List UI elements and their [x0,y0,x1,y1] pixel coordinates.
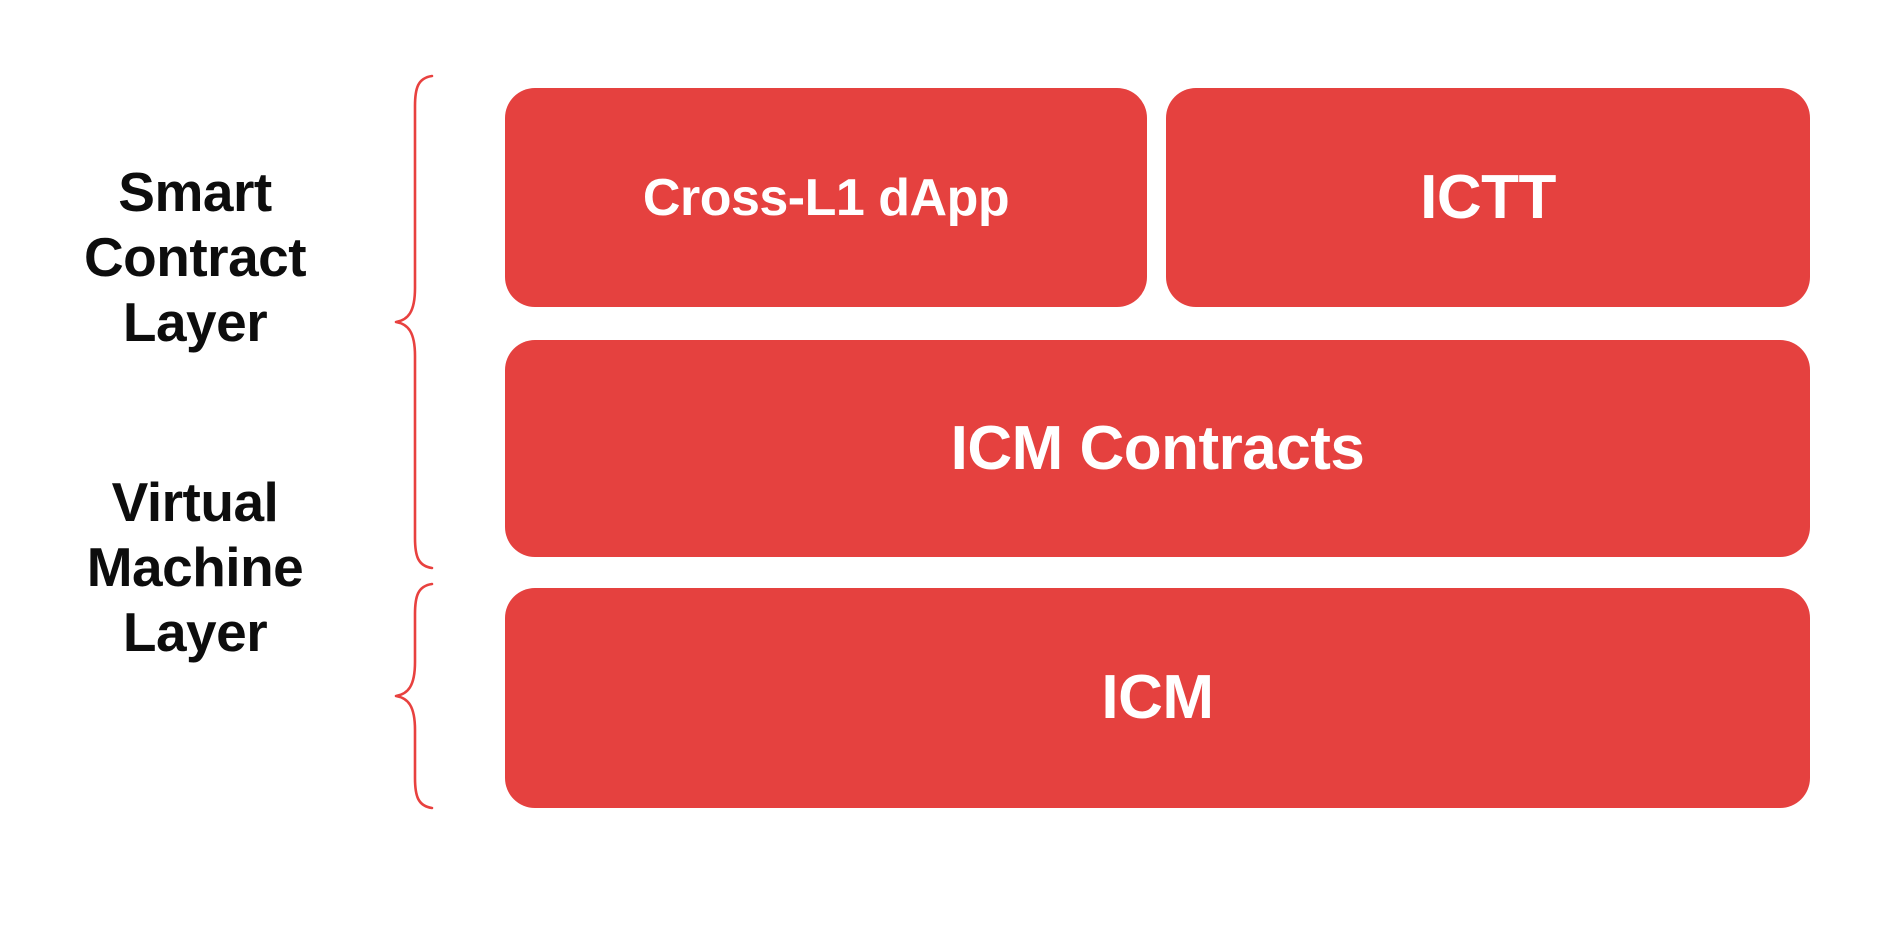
card-label-cross-l1-dapp: Cross-L1 dApp [642,168,1010,227]
card-label-icm-contracts: ICM Contracts [950,413,1365,483]
card-ictt[interactable]: ICTT [1166,88,1810,307]
curly-brace-smart-contract-icon [394,74,434,570]
card-label-icm: ICM [1101,663,1214,732]
curly-brace-virtual-machine-icon [394,582,434,810]
layer-label-virtual-machine: Virtual Machine Layer [86,471,304,663]
layer-label-smart-contract: Smart Contract Layer [83,161,307,353]
card-icm[interactable]: ICM [505,588,1810,808]
card-label-ictt: ICTT [1420,162,1556,232]
card-cross-l1-dapp[interactable]: Cross-L1 dApp [505,88,1147,307]
card-icm-contracts[interactable]: ICM Contracts [505,340,1810,557]
